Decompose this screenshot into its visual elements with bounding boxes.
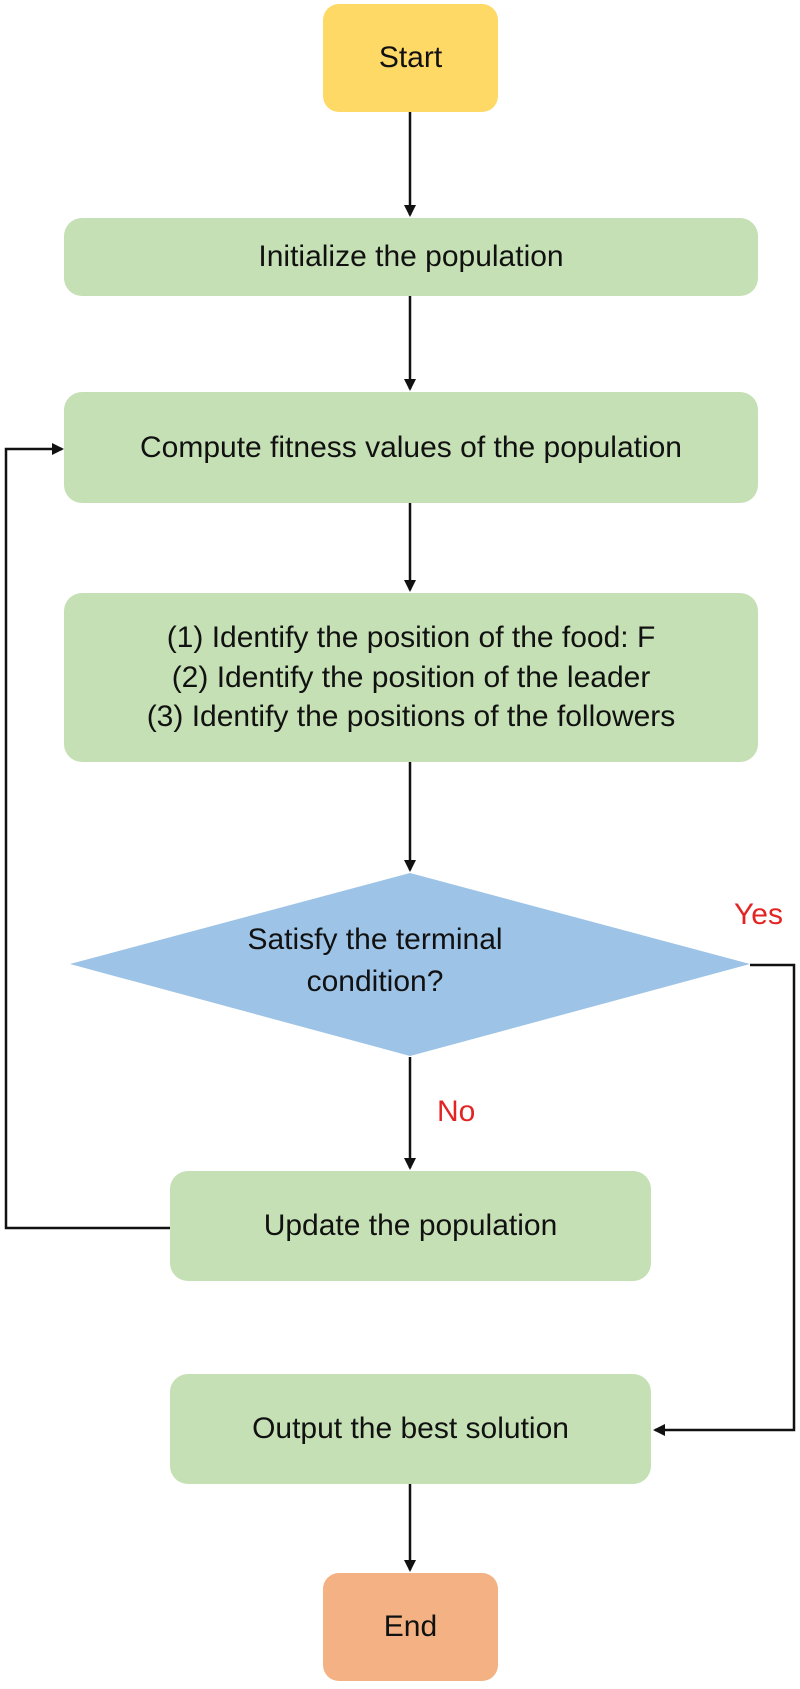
arrow-decision-yes-to-output <box>653 963 796 1436</box>
no-label: No <box>437 1095 476 1128</box>
output-solution-label: Output the best solution <box>252 1412 569 1446</box>
yes-label: Yes <box>734 898 783 931</box>
identify-positions-node: (1) Identify the position of the food: F… <box>64 593 758 762</box>
output-solution-node: Output the best solution <box>170 1374 651 1484</box>
end-node: End <box>323 1573 498 1681</box>
decision-label: Satisfy the terminal condition? <box>170 919 580 1003</box>
initialize-label: Initialize the population <box>258 240 564 274</box>
identify-followers-label: (3) Identify the positions of the follow… <box>146 700 676 734</box>
compute-fitness-label: Compute fitness values of the population <box>139 430 682 464</box>
identify-food-label: (1) Identify the position of the food: F <box>166 621 656 655</box>
identify-leader-label: (2) Identify the position of the leader <box>171 660 651 694</box>
update-population-node: Update the population <box>170 1171 651 1281</box>
initialize-node: Initialize the population <box>64 218 758 296</box>
arrow-update-loop-back <box>4 443 170 1230</box>
update-population-label: Update the population <box>263 1209 558 1243</box>
start-label: Start <box>378 41 443 75</box>
decision-label-line1: Satisfy the terminal <box>247 923 503 956</box>
decision-diamond <box>70 873 750 1056</box>
end-label: End <box>383 1610 438 1644</box>
start-node: Start <box>323 4 498 112</box>
compute-fitness-node: Compute fitness values of the population <box>64 392 758 503</box>
decision-label-line2: condition? <box>306 965 444 998</box>
